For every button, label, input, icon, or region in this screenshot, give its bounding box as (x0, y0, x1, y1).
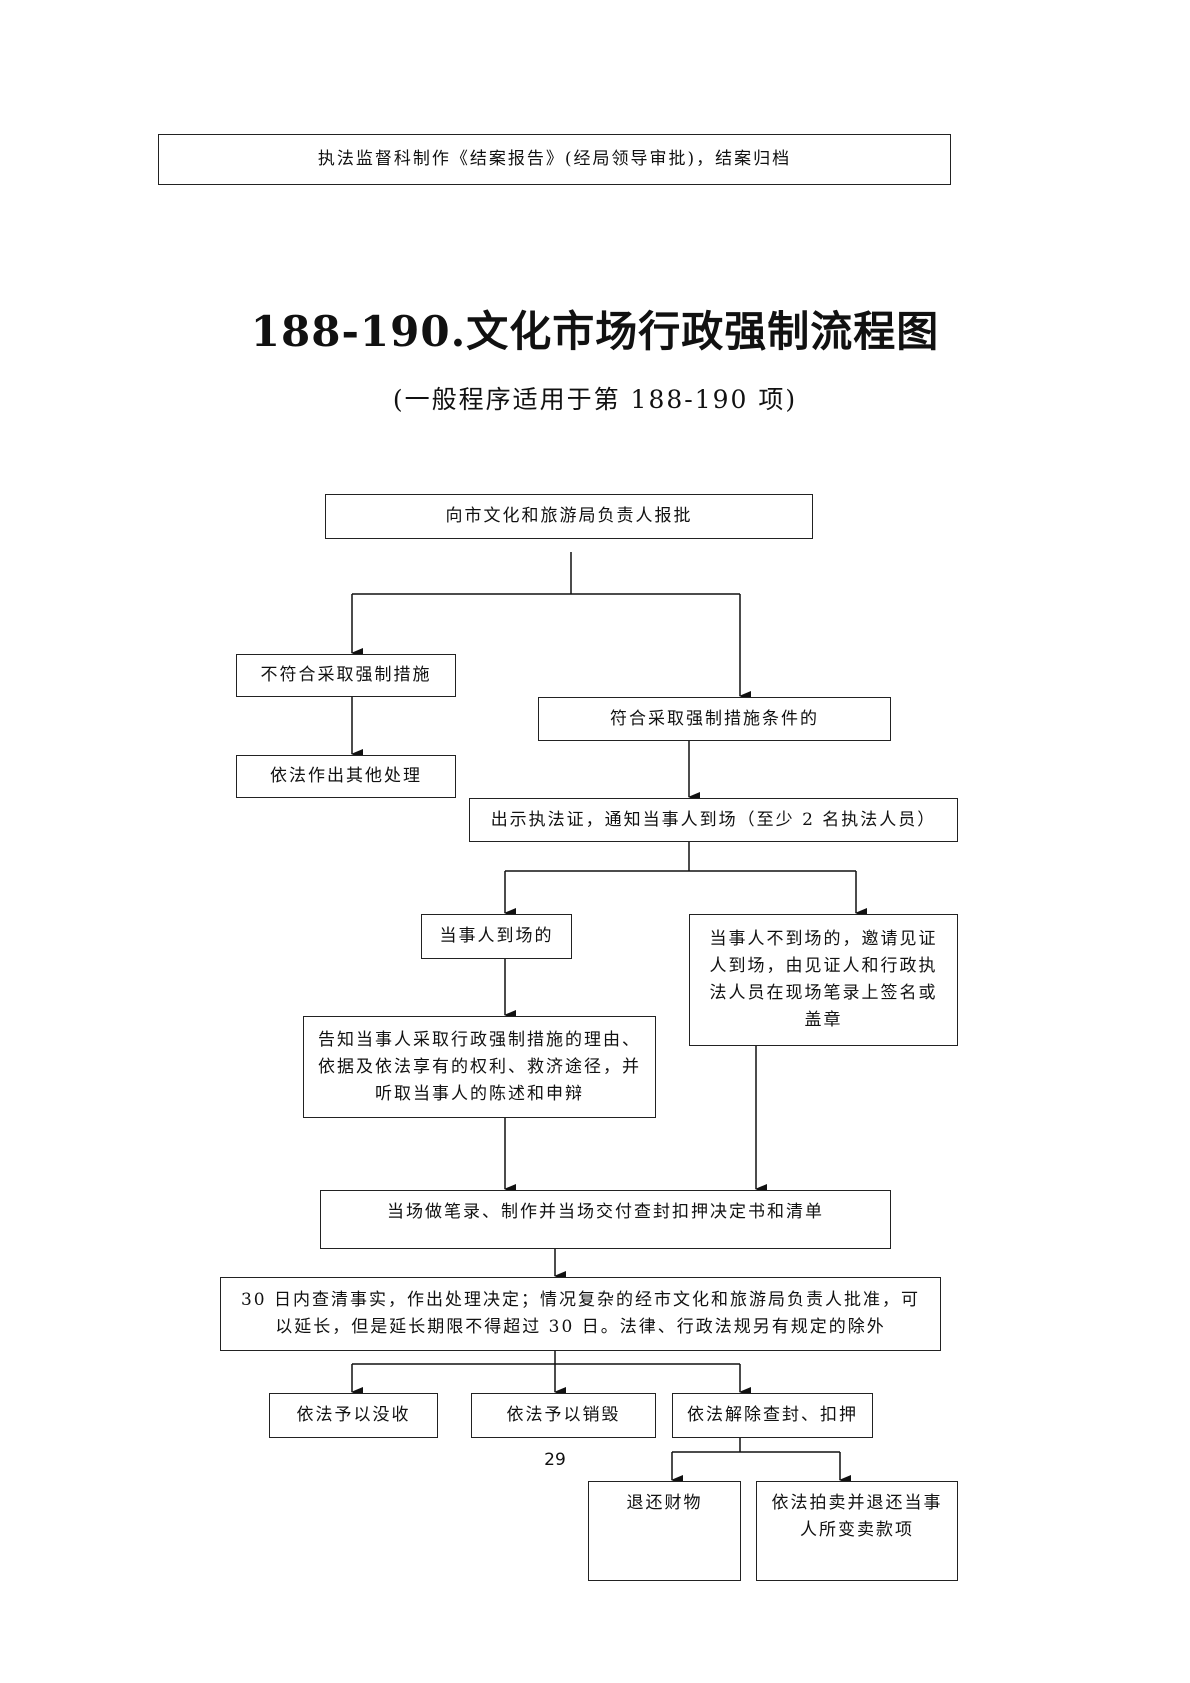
node-inform: 告知当事人采取行政强制措施的理由、依据及依法享有的权利、救济途径，并听取当事人的… (303, 1016, 656, 1118)
case-closing-box: 执法监督科制作《结案报告》(经局领导审批)，结案归档 (158, 134, 951, 185)
page-subtitle: (一般程序适用于第 188-190 项) (392, 385, 798, 414)
node-auction: 依法拍卖并退还当事人所变卖款项 (756, 1481, 958, 1581)
node-decide: 30 日内查清事实，作出处理决定；情况复杂的经市文化和旅游局负责人批准，可以延长… (220, 1277, 941, 1351)
node-other-handling: 依法作出其他处理 (236, 755, 456, 798)
node-notify: 出示执法证，通知当事人到场（至少 2 名执法人员） (469, 798, 958, 842)
node-destroy: 依法予以销毁 (471, 1393, 656, 1438)
node-absent: 当事人不到场的，邀请见证人到场，由见证人和行政执法人员在现场笔录上签名或盖章 (689, 914, 958, 1046)
page-title: 188-190.文化市场行政强制流程图 (250, 307, 940, 356)
node-present: 当事人到场的 (421, 914, 572, 959)
node-not-meet: 不符合采取强制措施 (236, 654, 456, 697)
node-record: 当场做笔录、制作并当场交付查封扣押决定书和清单 (320, 1190, 891, 1249)
node-confiscate: 依法予以没收 (269, 1393, 438, 1438)
node-return: 退还财物 (588, 1481, 741, 1581)
node-meet: 符合采取强制措施条件的 (538, 697, 891, 741)
page-number: 29 (544, 1450, 566, 1470)
node-report: 向市文化和旅游局负责人报批 (325, 494, 813, 539)
node-release: 依法解除查封、扣押 (672, 1393, 873, 1438)
